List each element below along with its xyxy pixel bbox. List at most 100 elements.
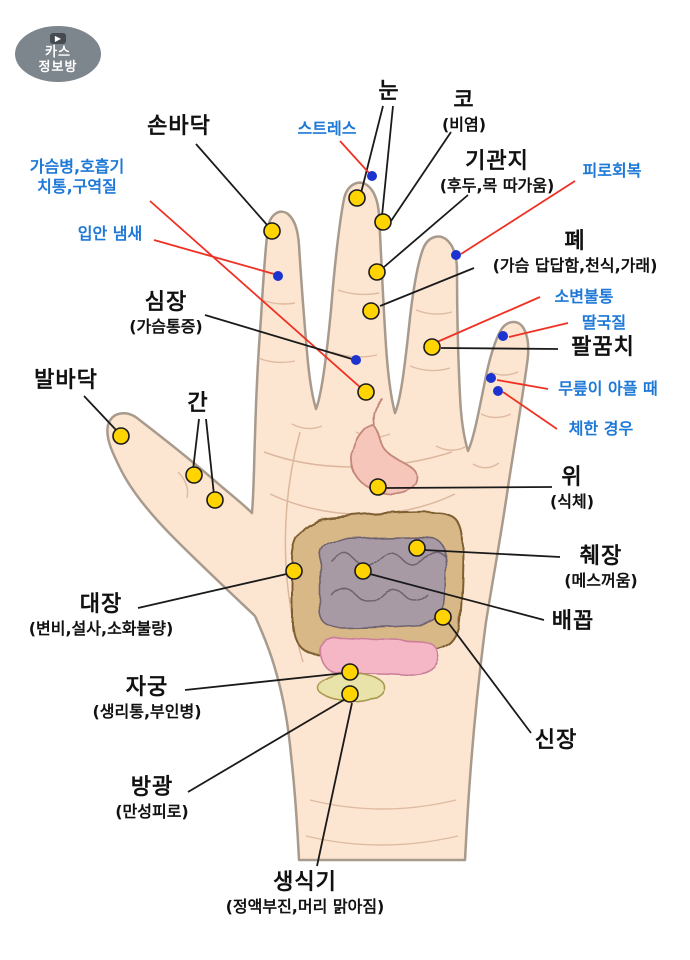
label-navel: 배꼽 bbox=[552, 609, 594, 636]
point-bronchus bbox=[368, 263, 386, 281]
label-bronchus-line-2: (후두,목 따가움) bbox=[439, 175, 555, 195]
connector-urinary bbox=[436, 296, 541, 343]
connector-stress bbox=[339, 140, 370, 174]
point-navel bbox=[354, 562, 372, 580]
label-palm-line-1: 손바닥 bbox=[147, 114, 211, 139]
badge-text-2: 정보방 bbox=[38, 60, 78, 75]
label-lung-line-1: 폐 bbox=[564, 229, 586, 254]
connector-indigestion bbox=[502, 391, 558, 430]
point-uterus bbox=[341, 663, 359, 681]
point-fatigue-recovery bbox=[451, 250, 461, 260]
label-knee: 무릎이 아플 때 bbox=[558, 379, 657, 399]
label-elbow-line-1: 팔꿈치 bbox=[571, 335, 635, 360]
connector-hiccup bbox=[508, 322, 569, 338]
connector-genitals bbox=[316, 702, 353, 867]
label-fatigue-recovery: 피로회복 bbox=[583, 161, 642, 181]
connector-eye bbox=[360, 105, 384, 194]
connector-bladder bbox=[187, 697, 348, 793]
label-uterus-line-2: (생리통,부인병) bbox=[92, 701, 202, 721]
label-bronchus-line-1: 기관지 bbox=[465, 149, 529, 174]
label-liver: 간 bbox=[187, 391, 208, 418]
channel-badge: ▶ 카스 정보방 bbox=[15, 26, 101, 82]
point-indigestion bbox=[493, 386, 503, 396]
point-palm bbox=[263, 222, 281, 240]
point-stress bbox=[367, 171, 377, 181]
label-bronchus: 기관지(후두,목 따가움) bbox=[440, 149, 555, 195]
point-stomach bbox=[369, 478, 387, 496]
label-stress: 스트레스 bbox=[298, 119, 357, 139]
label-lung-line-2: (가슴 답답함,천식,가래) bbox=[492, 255, 658, 275]
label-palm: 손바닥 bbox=[147, 114, 211, 141]
label-nose-line-1: 코 bbox=[453, 88, 475, 113]
connector-lung bbox=[379, 267, 475, 307]
point-liver-2 bbox=[206, 491, 224, 509]
label-knee-line-1: 무릎이 아플 때 bbox=[558, 379, 658, 398]
label-stomach: 위(식체) bbox=[550, 465, 594, 511]
point-bladder bbox=[341, 685, 359, 703]
connector-heart bbox=[204, 314, 353, 360]
point-mouth-odor bbox=[273, 271, 283, 281]
connector-fatigue-recovery bbox=[460, 180, 576, 255]
label-uterus: 자궁(생리통,부인병) bbox=[92, 675, 201, 721]
connector-bronchus bbox=[383, 194, 469, 268]
label-sole-line-1: 발바닥 bbox=[34, 368, 98, 393]
play-icon: ▶ bbox=[49, 33, 67, 44]
point-chest bbox=[357, 383, 375, 401]
connector-elbow bbox=[440, 347, 559, 350]
stomach-shape bbox=[351, 422, 418, 495]
label-chest-disease-line-2: 치통,구역질 bbox=[37, 176, 117, 196]
connector-colon bbox=[137, 572, 292, 609]
label-bladder: 방광(만성피로) bbox=[115, 775, 189, 821]
label-navel-line-1: 배꼽 bbox=[551, 609, 595, 634]
label-urinary: 소변불통 bbox=[555, 287, 614, 307]
label-kidney-line-1: 신장 bbox=[534, 728, 578, 753]
label-genitals-line-1: 생식기 bbox=[273, 870, 337, 895]
connector-liver bbox=[192, 418, 200, 471]
point-liver-1 bbox=[185, 466, 203, 484]
intestine-squiggle bbox=[329, 551, 447, 603]
label-nose: 코(비염) bbox=[442, 88, 486, 134]
label-stomach-line-2: (식체) bbox=[549, 491, 595, 511]
label-lung: 폐(가슴 답답함,천식,가래) bbox=[493, 229, 658, 275]
label-uterus-line-1: 자궁 bbox=[125, 675, 169, 700]
pressure-points bbox=[112, 171, 508, 703]
label-mouth-odor: 입안 냄새 bbox=[78, 224, 142, 244]
point-colon bbox=[285, 562, 303, 580]
label-sole: 발바닥 bbox=[34, 368, 98, 395]
label-pancreas-line-2: (메스꺼움) bbox=[564, 570, 638, 590]
label-colon-line-2: (변비,설사,소화불량) bbox=[28, 618, 174, 638]
connector-chest-disease bbox=[149, 200, 362, 389]
badge-text-1: 카스 bbox=[45, 45, 71, 60]
label-heart-line-2: (가슴통증) bbox=[129, 316, 203, 336]
label-fatigue-recovery-line-1: 피로회복 bbox=[582, 161, 642, 180]
connector-pancreas bbox=[423, 549, 561, 558]
esophagus-line bbox=[371, 397, 383, 425]
label-eye: 눈 bbox=[378, 79, 399, 106]
label-eye-line-1: 눈 bbox=[378, 79, 400, 104]
point-lung bbox=[362, 302, 380, 320]
label-bladder-line-1: 방광 bbox=[130, 775, 174, 800]
connector-uterus bbox=[184, 672, 346, 691]
label-chest-disease-line-1: 가슴병,호흡기 bbox=[29, 157, 125, 176]
label-liver-line-1: 간 bbox=[187, 391, 209, 416]
label-stomach-line-1: 위 bbox=[561, 465, 583, 490]
label-heart: 심장(가슴통증) bbox=[129, 290, 203, 336]
label-pancreas-line-1: 췌장 bbox=[579, 544, 623, 569]
connector-lines bbox=[83, 105, 576, 867]
point-kidney bbox=[434, 608, 452, 626]
small-intestine-shape bbox=[319, 536, 447, 629]
connector-eye bbox=[381, 105, 394, 217]
label-hiccup-line-1: 딸국질 bbox=[581, 313, 627, 332]
label-kidney: 신장 bbox=[535, 728, 577, 755]
label-indigestion-line-1: 체한 경우 bbox=[568, 419, 634, 438]
label-genitals-line-2: (정액부진,머리 맑아짐) bbox=[225, 896, 385, 916]
point-knee bbox=[486, 373, 496, 383]
label-colon-line-1: 대장 bbox=[79, 592, 123, 617]
connector-palm bbox=[195, 143, 269, 227]
connector-liver bbox=[205, 418, 215, 496]
label-genitals: 생식기(정액부진,머리 맑아짐) bbox=[226, 870, 385, 916]
point-heart bbox=[351, 355, 361, 365]
